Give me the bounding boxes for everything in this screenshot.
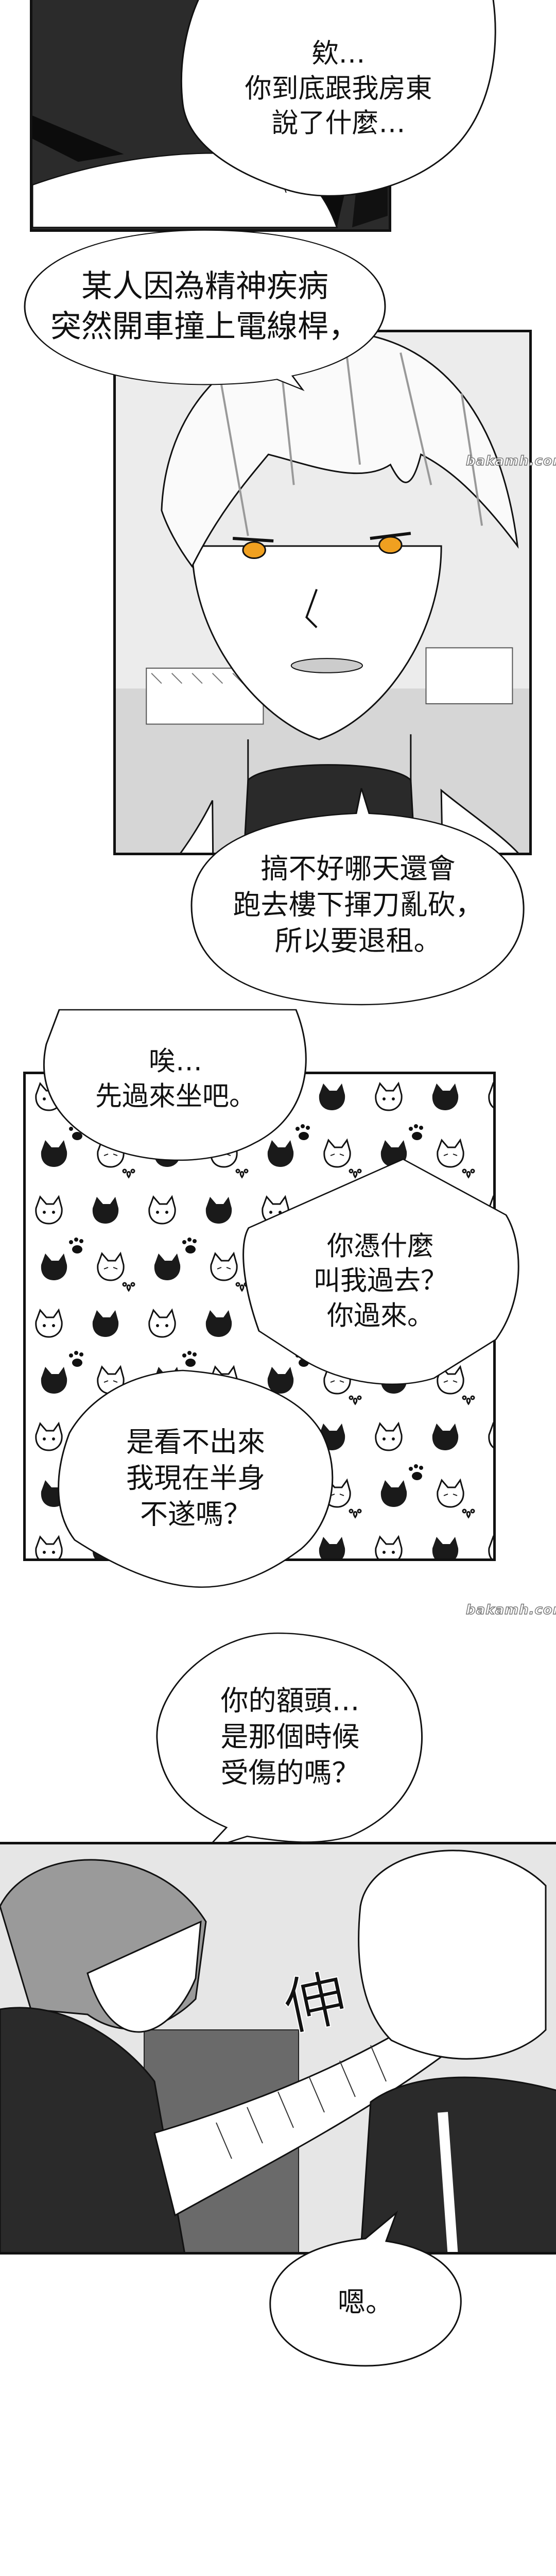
bubble-text: 是看不出來 我現在半身 不遂嗎？ xyxy=(54,1425,337,1533)
bubble-text: 嗯。 xyxy=(268,2284,463,2320)
bubble-text: 某人因為精神疾病 突然開車撞上電線桿， xyxy=(25,266,385,347)
panel-two-characters: 伸 xyxy=(0,1842,556,2255)
watermark: bakamh.com xyxy=(465,1602,556,1618)
bubble-line: 說了什麼… xyxy=(271,108,406,139)
bubble-line: 你到底跟我房東 xyxy=(245,73,432,105)
speech-bubble-5: 你憑什麼 叫我過去？ 你過來。 xyxy=(238,1158,523,1386)
two-characters-art xyxy=(0,1844,556,2252)
watermark: bakamh.com xyxy=(465,453,556,469)
speech-bubble-8: 嗯。 xyxy=(268,2210,463,2367)
bubble-text: 欸… 你到底跟我房東 說了什麼… xyxy=(183,37,494,142)
bubble-line: 叫我過去？ xyxy=(313,1265,447,1297)
speech-bubble-4: 唉… 先過來坐吧。 xyxy=(39,1009,312,1164)
panel-character-face xyxy=(113,330,532,855)
bubble-line: 跑去樓下揮刀亂砍， xyxy=(233,888,483,921)
bubble-text: 唉… 先過來坐吧。 xyxy=(39,1044,312,1114)
bubble-line: 不遂嗎？ xyxy=(140,1498,251,1531)
bubble-line: 唉… xyxy=(148,1046,202,1077)
speech-bubble-6: 是看不出來 我現在半身 不遂嗎？ xyxy=(54,1369,337,1588)
speech-bubble-1: 欸… 你到底跟我房東 說了什麼… xyxy=(180,0,496,206)
bubble-line: 先過來坐吧。 xyxy=(95,1081,256,1112)
bubble-line: 受傷的嗎？ xyxy=(220,1756,360,1789)
bubble-text: 你的額頭… 是那個時候 受傷的嗎？ xyxy=(154,1683,426,1791)
bubble-line: 嗯。 xyxy=(338,2285,393,2318)
bubble-line: 搞不好哪天還會 xyxy=(260,852,456,885)
speech-bubble-7: 你的額頭… 是那個時候 受傷的嗎？ xyxy=(154,1632,426,1851)
bubble-line: 突然開車撞上電線桿， xyxy=(50,309,359,345)
bubble-line: 所以要退租。 xyxy=(274,924,442,957)
bubble-line: 欸… xyxy=(311,38,366,70)
bubble-line: 你憑什麼 xyxy=(326,1231,434,1262)
bubble-text: 搞不好哪天還會 跑去樓下揮刀亂砍， 所以要退租。 xyxy=(192,851,525,960)
character-portrait xyxy=(116,332,529,853)
bubble-line: 某人因為精神疾病 xyxy=(81,268,328,305)
bubble-line: 你過來。 xyxy=(326,1300,434,1332)
bubble-text: 你憑什麼 叫我過去？ 你過來。 xyxy=(238,1229,523,1334)
speech-bubble-3: 搞不好哪天還會 跑去樓下揮刀亂砍， 所以要退租。 xyxy=(190,788,525,1006)
bubble-line: 是看不出來 xyxy=(126,1426,265,1459)
bubble-line: 是那個時候 xyxy=(220,1720,360,1753)
bubble-line: 我現在半身 xyxy=(126,1462,265,1495)
speech-bubble-2: 某人因為精神疾病 突然開車撞上電線桿， xyxy=(24,227,386,397)
bubble-line: 你的額頭… xyxy=(220,1684,360,1717)
